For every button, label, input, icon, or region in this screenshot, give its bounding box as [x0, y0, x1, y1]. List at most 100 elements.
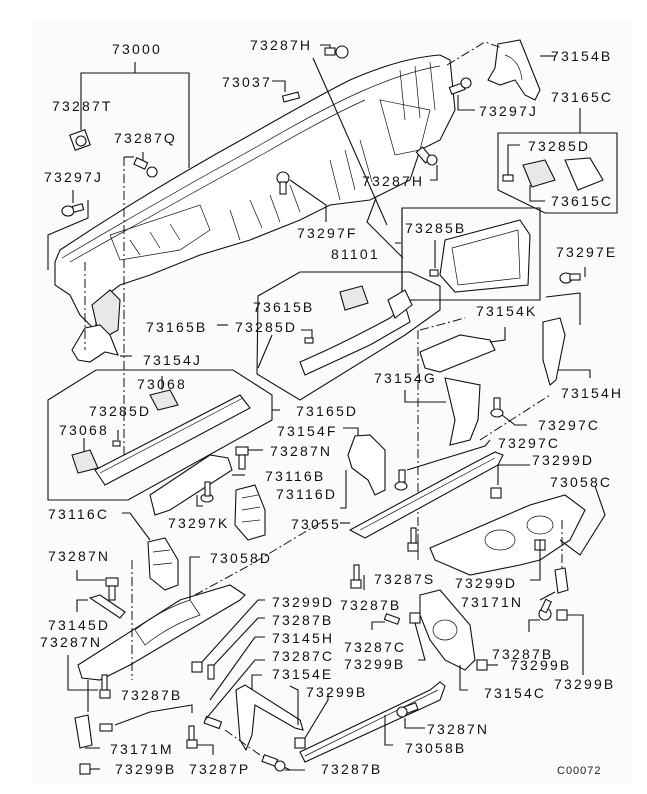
part-label: 73287H	[362, 173, 425, 189]
part-label: 73297K	[168, 515, 230, 531]
part-label: 73297J	[479, 103, 539, 119]
part-label: 73297J	[44, 169, 104, 185]
part-label: 73287C	[344, 639, 407, 655]
bolt-73287B-b	[350, 564, 365, 590]
part-label: 73165B	[146, 319, 208, 335]
part-label: 73154B	[551, 48, 613, 64]
bolt-73287N-d	[396, 702, 425, 729]
group-box-81101	[395, 207, 541, 301]
part-label: 73299B	[510, 657, 572, 673]
crossmember-73055	[340, 451, 504, 539]
part-label: 73287B	[321, 761, 383, 777]
part-label: 73285B	[405, 220, 467, 236]
panel-73154J	[71, 262, 132, 363]
part-label: 73116B	[265, 468, 326, 484]
part-label: 73299D	[455, 575, 518, 591]
bracket-73000	[80, 62, 190, 168]
line-73145H	[209, 636, 265, 701]
cover-73154B	[446, 39, 555, 101]
part-label: 73145D	[48, 617, 111, 633]
part-label: 73297F	[297, 225, 358, 241]
part-label: 73287N	[40, 634, 103, 650]
part-label: 73154K	[476, 303, 538, 319]
part-label: 73287T	[52, 98, 113, 114]
duct-73116B	[149, 454, 245, 516]
rail-73058B	[299, 681, 446, 763]
part-label: 73287N	[48, 548, 111, 564]
part-label: 73299D	[272, 594, 335, 610]
part-label: 73058C	[550, 474, 613, 490]
dashboard-panel-part	[54, 54, 456, 341]
reinforcement-73058C	[429, 485, 606, 576]
bracket-73154F	[340, 427, 386, 509]
part-label: 73615B	[253, 299, 315, 315]
part-label: 73154C	[484, 685, 547, 701]
pin-73297K	[196, 481, 214, 507]
part-label: 81101	[331, 246, 380, 262]
part-label: 73037	[222, 74, 272, 90]
bracket-73154E	[224, 674, 304, 771]
pin-73297E	[559, 267, 586, 284]
bolt-73287N-b	[76, 560, 133, 680]
part-label: 73287B	[492, 646, 554, 662]
nut-73299B-b	[409, 612, 426, 661]
bracket-73171N	[539, 520, 569, 601]
part-label: 73165C	[551, 89, 614, 105]
clip-73037	[272, 80, 301, 103]
part-label: 73299B	[115, 761, 177, 777]
bracket-73154H	[542, 292, 591, 386]
part-label: 73299B	[344, 656, 406, 672]
part-label: 73297E	[556, 244, 618, 260]
part-label: 73285D	[528, 138, 591, 154]
part-label: 73058D	[210, 550, 273, 566]
nut-73299D-b	[530, 539, 546, 581]
part-label: 73068	[137, 376, 187, 392]
part-label: 73287P	[189, 761, 251, 777]
bracket-73145D	[76, 594, 126, 619]
part-label: 73055	[291, 516, 341, 532]
part-label: 73154J	[143, 352, 203, 368]
part-label: 73299B	[306, 684, 368, 700]
bolt-73287B-e	[261, 754, 305, 772]
group-box-73165D	[47, 369, 280, 501]
part-label: 73058B	[405, 740, 467, 756]
bracket-73154K	[419, 317, 506, 373]
part-label: 73154E	[272, 666, 334, 682]
part-label: 73287B	[121, 687, 183, 703]
part-label: 73287N	[270, 443, 333, 459]
duct-73116D	[234, 484, 266, 541]
bolt-73287N-a	[235, 446, 263, 470]
nut-73299D-c	[191, 599, 265, 673]
clip-73297J-left	[47, 190, 89, 270]
bracket-73154G	[404, 330, 481, 560]
part-label: 73154H	[561, 385, 624, 401]
bracket-73154C	[419, 589, 476, 691]
group-box-73165B	[217, 271, 441, 401]
nut-73299B-a	[294, 693, 329, 749]
pin-73297F	[276, 171, 327, 222]
screw-73287H-top	[312, 44, 388, 226]
part-label: 73299D	[532, 452, 595, 468]
nut-73299B-e	[79, 763, 100, 775]
figure-code: C00072	[557, 765, 602, 777]
duct-73116C	[122, 512, 179, 591]
part-label: 73154F	[277, 423, 338, 439]
part-label: 73068	[59, 422, 109, 438]
bolt-73297C-b	[394, 439, 491, 491]
bolt-73287S	[407, 527, 419, 552]
bolt-73287C-a	[203, 659, 265, 730]
part-label: 73165D	[296, 403, 359, 419]
nut-73299B-d	[556, 609, 584, 675]
part-label: 73285D	[89, 403, 152, 419]
part-label: 73116C	[48, 506, 110, 522]
part-label: 73171N	[461, 594, 524, 610]
reinforcement-73058D	[77, 519, 326, 681]
part-label: 73287N	[427, 721, 490, 737]
part-label: 73287B	[340, 597, 402, 613]
screw-73287Q	[123, 152, 158, 470]
bolt-73287P	[186, 725, 214, 755]
bracket-73171M	[74, 680, 193, 749]
part-label: 73615C	[551, 193, 614, 209]
part-label: 73297C	[538, 417, 601, 433]
